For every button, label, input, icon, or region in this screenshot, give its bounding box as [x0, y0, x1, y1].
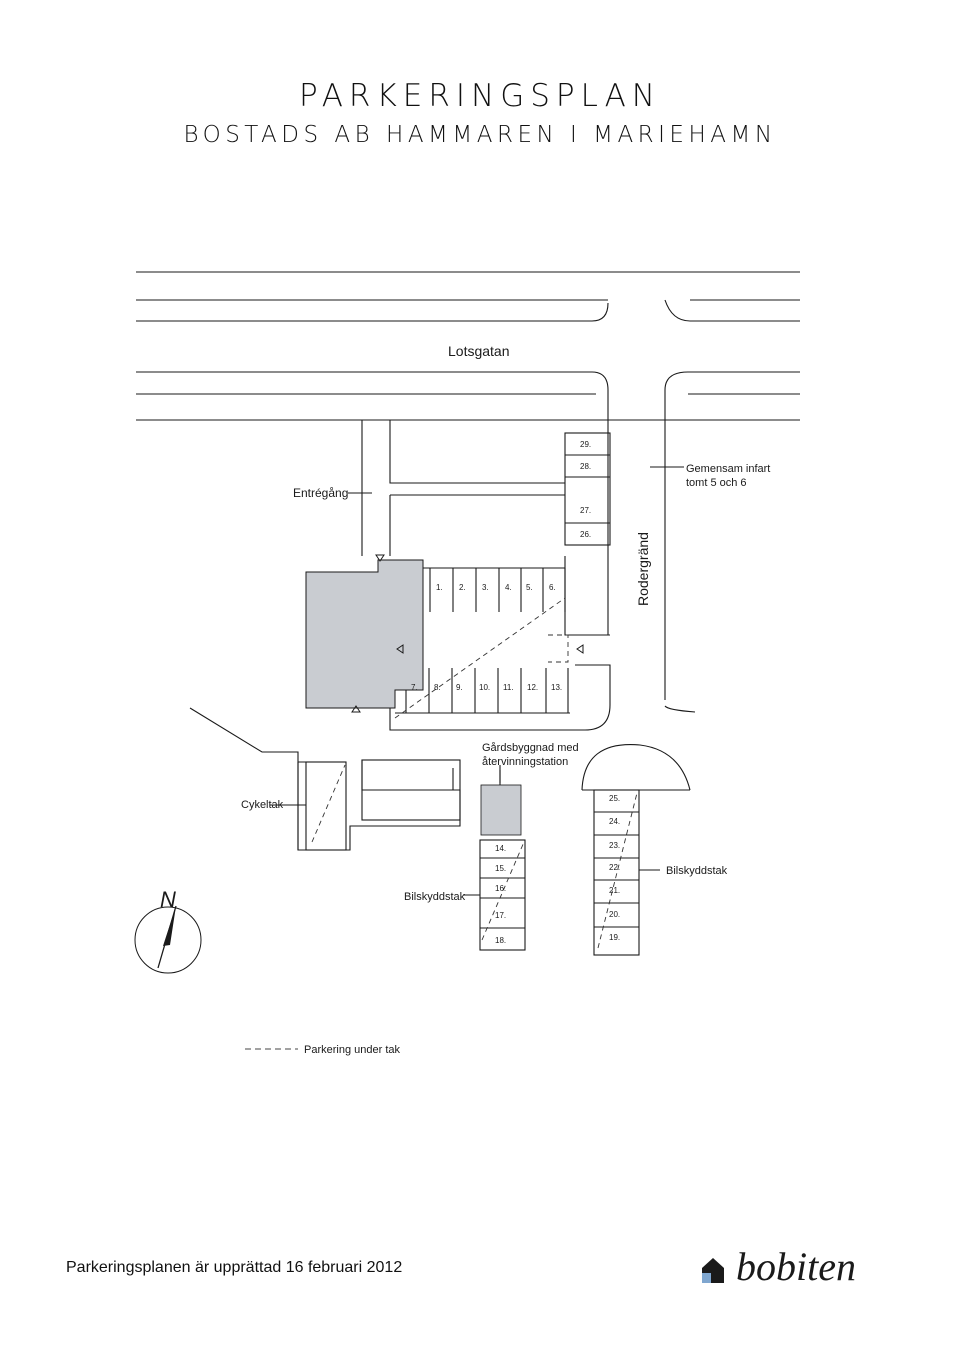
parking-space-number: 22. [609, 863, 620, 872]
courtyard-label-1: Gårdsbyggnad med [482, 742, 579, 754]
brand-name: bobiten [736, 1244, 856, 1289]
parking-space-number: 15. [495, 864, 506, 873]
bike-shelter-label: Cykeltak [241, 799, 284, 811]
parking-space-number: 11. [503, 683, 514, 692]
parking-space-number: 18. [495, 936, 506, 945]
parking-space-number: 17. [495, 911, 506, 920]
footer-note: Parkeringsplanen är upprättad 16 februar… [66, 1259, 403, 1276]
parking-space-number: 12. [527, 683, 538, 692]
street-rodergrand-label: Rodergränd [635, 532, 651, 606]
courtyard-outline [189, 707, 461, 851]
carport-right [593, 789, 640, 956]
parking-space-number: 5. [526, 583, 533, 592]
carport-left-label: Bilskyddstak [404, 891, 466, 903]
parking-space-number: 10. [479, 683, 490, 692]
rodergrand-edge [664, 371, 800, 713]
bike-shelter [305, 761, 347, 851]
roundabout-curve [581, 744, 691, 791]
door-markers [351, 554, 584, 713]
page-title: PARKERINGSPLAN [298, 78, 662, 114]
recycling-station [480, 784, 522, 836]
page-subtitle: BOSTADS AB HAMMAREN I MARIEHAMN [183, 122, 777, 148]
legend-covered-parking-label: Parkering under tak [304, 1044, 400, 1056]
covered-parking-dashes [311, 597, 638, 949]
house-icon [702, 1258, 724, 1283]
parking-space-number: 24. [609, 817, 620, 826]
street-south-line [136, 371, 800, 635]
shared-entry-label-1: Gemensam infart [686, 463, 770, 475]
parking-space-number: 8. [434, 683, 441, 692]
parking-space-number: 1. [436, 583, 443, 592]
entrance-path [361, 420, 565, 556]
top-row-dividers [429, 568, 566, 612]
north-arrow-icon [134, 905, 202, 974]
parking-space-number: 21. [609, 886, 620, 895]
parking-space-number: 3. [482, 583, 489, 592]
parking-space-number: 20. [609, 910, 620, 919]
courtyard-building [361, 759, 461, 821]
parking-space-number: 6. [549, 583, 556, 592]
courtyard-label-2: återvinningstation [482, 756, 568, 768]
parking-space-number: 4. [505, 583, 512, 592]
street-lotsgatan-label: Lotsgatan [448, 343, 510, 359]
street-curb-line [136, 299, 800, 322]
parking-space-number: 9. [456, 683, 463, 692]
carport-right-label: Bilskyddstak [666, 865, 728, 877]
parking-space-number: 2. [459, 583, 466, 592]
brand-logo: bobiten [700, 1243, 880, 1291]
main-building [305, 559, 424, 709]
east-parking-column [564, 432, 611, 546]
parking-space-number: 14. [495, 844, 506, 853]
parking-space-number: 19. [609, 933, 620, 942]
parking-space-number: 16. [495, 884, 506, 893]
north-label: N [160, 887, 176, 912]
parking-space-number: 27. [580, 506, 591, 515]
parking-space-number: 25. [609, 794, 620, 803]
parking-space-number: 7. [411, 683, 418, 692]
parking-space-number: 23. [609, 841, 620, 850]
parking-space-number: 13. [551, 683, 562, 692]
parking-space-number: 28. [580, 462, 591, 471]
parking-space-number: 29. [580, 440, 591, 449]
entrance-label: Entrégång [293, 486, 348, 500]
shared-entry-label-2: tomt 5 och 6 [686, 477, 747, 489]
parking-space-number: 26. [580, 530, 591, 539]
